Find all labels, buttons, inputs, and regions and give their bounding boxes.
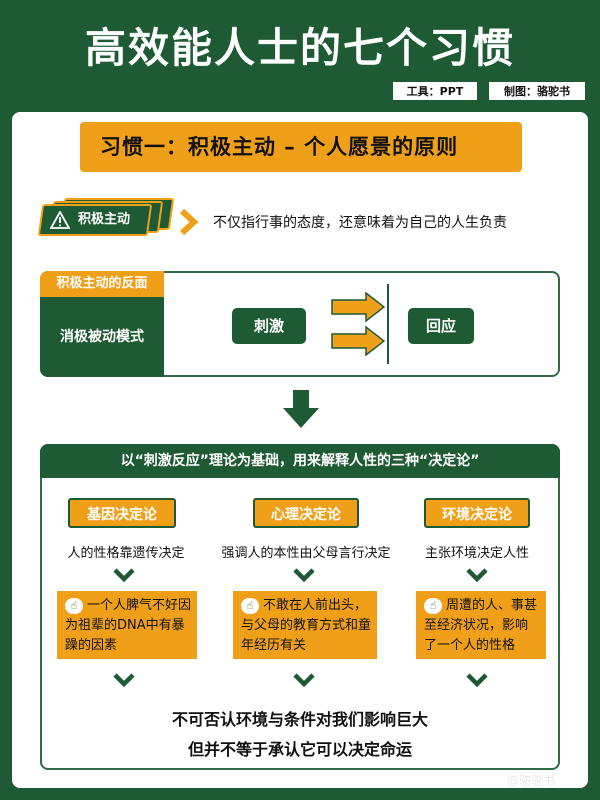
- psych-determinism-title: 心理决定论: [253, 498, 359, 528]
- chevron-right-icon: [179, 209, 199, 235]
- proactive-description: 不仅指行事的态度，还意味着为自己的人生负责: [213, 215, 507, 231]
- page-title: 高效能人士的七个习惯: [85, 24, 515, 72]
- conclusion-line-1: 不可否认环境与条件对我们影响巨大: [171, 710, 428, 729]
- psych-example-text: 不敢在人前出头，与父母的教育方式和童年经历有关: [241, 598, 372, 653]
- double-arrow-icon: [331, 292, 386, 357]
- chevron-down-icon: [293, 568, 315, 582]
- psych-determinism-example: ☝不敢在人前出头，与父母的教育方式和童年经历有关: [233, 591, 377, 659]
- author-tag: 制图：骆驼书: [488, 81, 586, 101]
- gene-determinism-example: ☝一个人脾气不好因为祖辈的DNA中有暴躁的因素: [57, 591, 197, 659]
- watermark: @骆驼书: [507, 774, 556, 788]
- env-determinism-desc: 主张环境决定人性: [424, 546, 529, 561]
- env-determinism-title: 环境决定论: [424, 498, 530, 528]
- chevron-down-icon: [113, 673, 135, 687]
- chevron-down-icon: [466, 568, 488, 582]
- gene-determinism-title: 基因决定论: [68, 498, 176, 528]
- warning-icon: [49, 210, 71, 229]
- theory-header: 以“刺激反应”理论为基础，用来解释人性的三种“决定论”: [40, 444, 560, 478]
- chevron-down-icon: [466, 673, 488, 687]
- env-example-text: 周遭的人、事甚至经济状况，影响了一个人的性格: [424, 598, 538, 653]
- proactive-label: 积极主动: [78, 212, 131, 227]
- thumbs-up-icon: ☝: [65, 597, 83, 614]
- passive-mode-label: 消极被动模式: [40, 297, 164, 377]
- divider-line: [387, 284, 389, 364]
- gene-example-text: 一个人脾气不好因为祖辈的DNA中有暴躁的因素: [65, 598, 192, 653]
- proactive-tag: 积极主动: [37, 198, 175, 242]
- down-arrow-icon: [283, 390, 319, 428]
- thumbs-up-icon: ☝: [424, 597, 442, 614]
- habit-banner: 习惯一：积极主动 – 个人愿景的原则: [80, 122, 522, 172]
- env-determinism-example: ☝周遭的人、事甚至经济状况，影响了一个人的性格: [416, 591, 546, 659]
- tool-tag: 工具：PPT: [392, 81, 478, 101]
- stimulus-pill: 刺激: [232, 308, 306, 344]
- chevron-down-icon: [293, 673, 315, 687]
- conclusion-line-2: 但并不等于承认它可以决定命运: [187, 740, 412, 759]
- gene-determinism-desc: 人的性格靠遗传决定: [67, 546, 185, 561]
- thumbs-up-icon: ☝: [241, 597, 259, 614]
- opposite-header: 积极主动的反面: [40, 271, 164, 297]
- response-pill: 回应: [408, 308, 474, 344]
- psych-determinism-desc: 强调人的本性由父母言行决定: [221, 546, 391, 561]
- chevron-down-icon: [113, 568, 135, 582]
